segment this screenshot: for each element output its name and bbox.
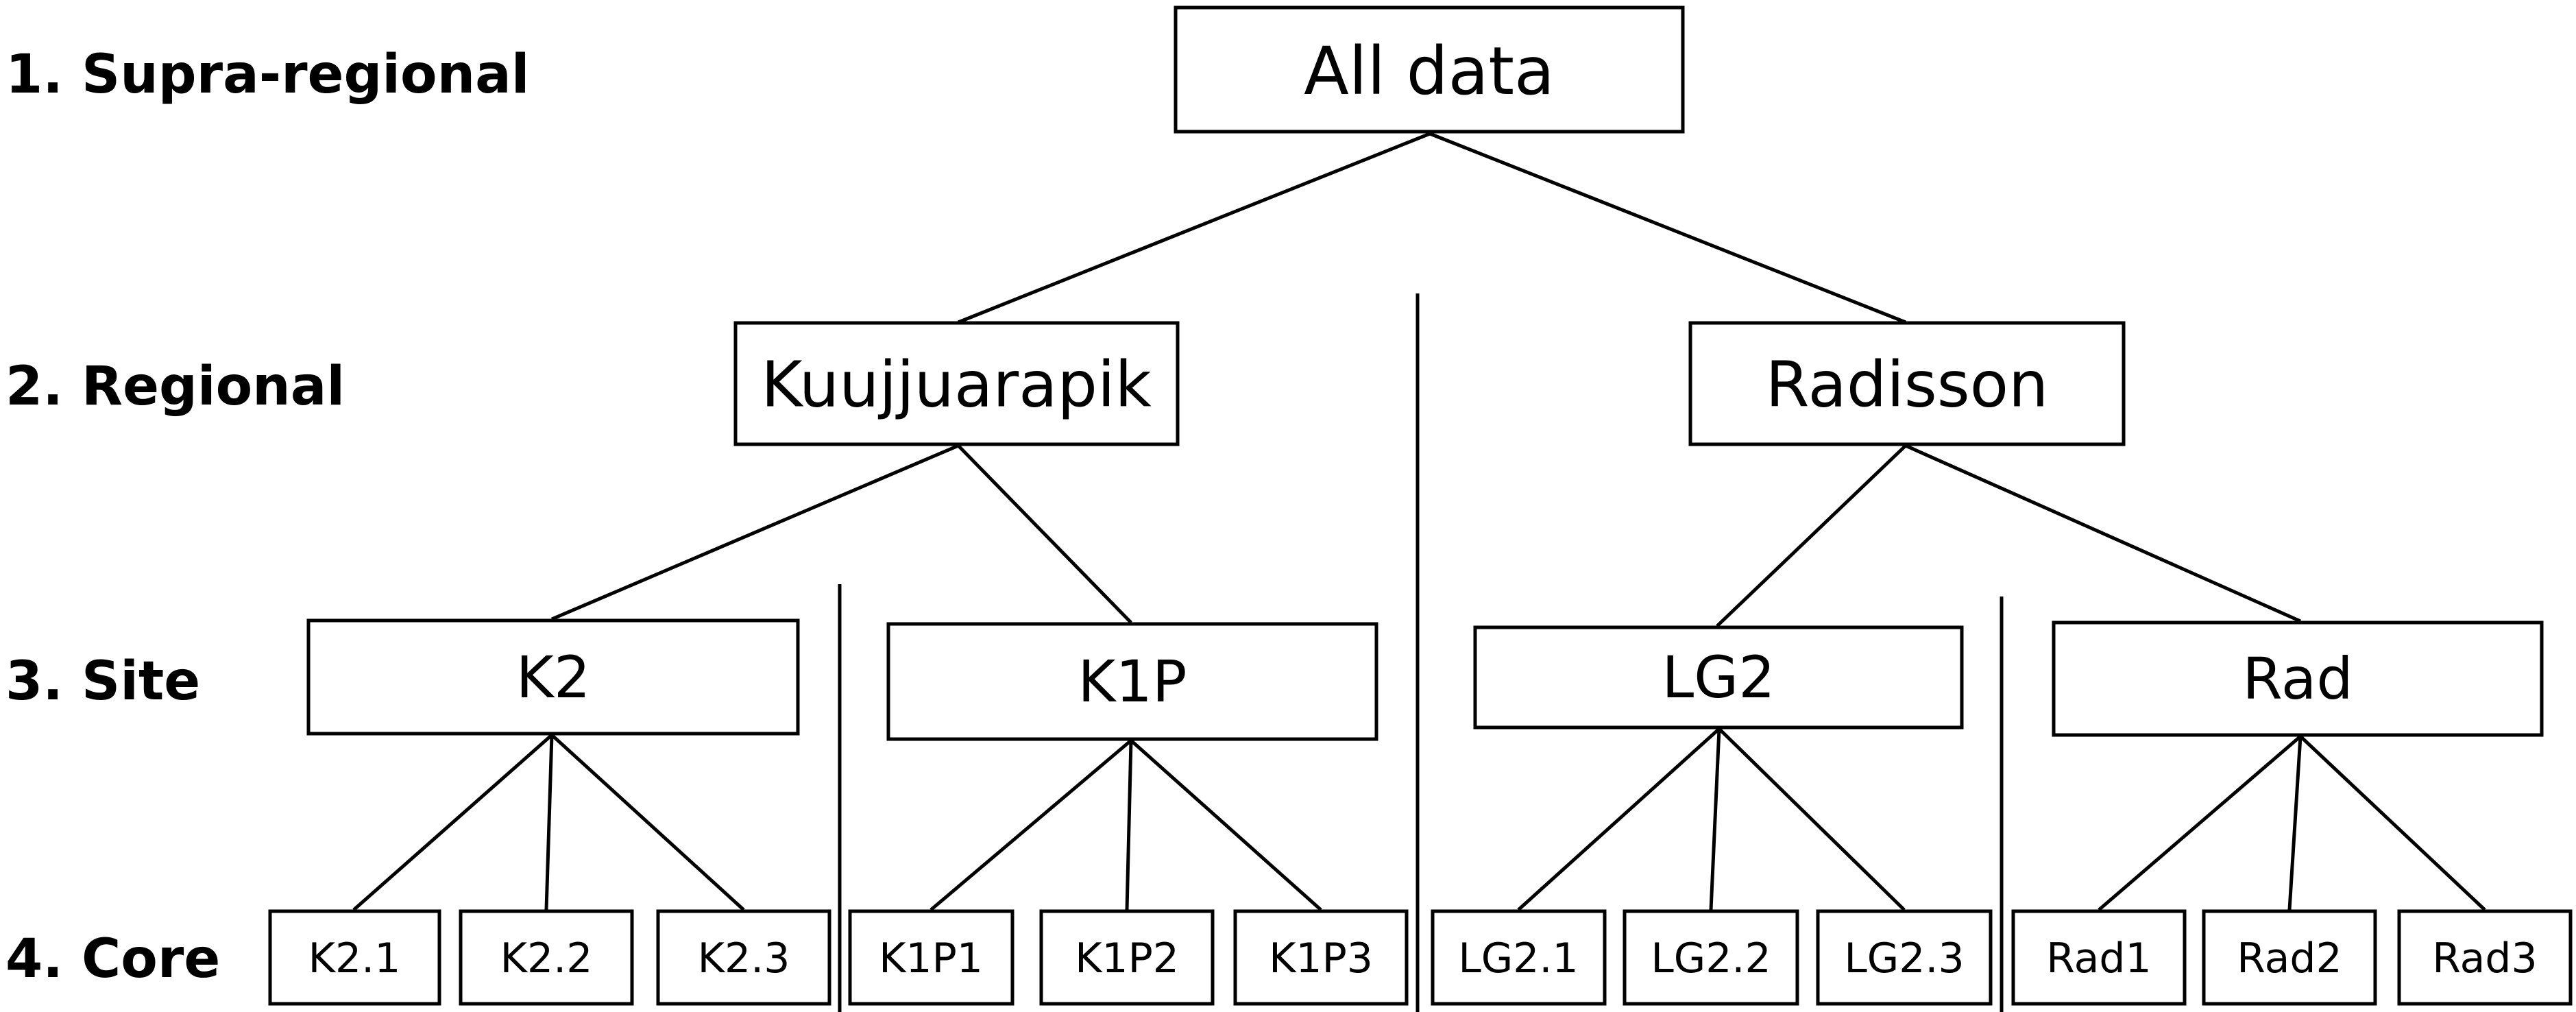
node-kuujjuarapik-label: Kuujjuarapik [761, 348, 1152, 422]
node-radisson: Radisson [1688, 321, 2126, 446]
node-lg2-3: LG2.3 [1816, 909, 1993, 1006]
edge-root-radisson [1429, 132, 1906, 324]
edge-k1p-k1p1 [929, 739, 1132, 911]
edge-k1p-k1p3 [1130, 739, 1322, 911]
edge-k1p-k1p2 [1125, 740, 1133, 911]
node-k2-3: K2.3 [656, 909, 831, 1006]
node-rad3-label: Rad3 [2432, 935, 2537, 983]
level-label-supra-regional: 1. Supra-regional [5, 44, 530, 106]
node-k1p1: K1P1 [848, 909, 1014, 1006]
node-all-data-label: All data [1304, 33, 1555, 110]
node-k1p2: K1P2 [1039, 909, 1215, 1006]
node-rad1-label: Rad1 [2046, 935, 2151, 983]
node-kuujjuarapik: Kuujjuarapik [733, 321, 1180, 446]
edge-k2-k2-1 [352, 734, 553, 911]
level-label-regional: 2. Regional [5, 356, 345, 418]
edge-rad-rad1 [2098, 735, 2302, 911]
level-label-core: 4. Core [5, 928, 220, 990]
node-lg2: LG2 [1473, 625, 1964, 730]
node-k2-1-label: K2.1 [308, 935, 401, 983]
node-lg2-1-label: LG2.1 [1458, 935, 1578, 983]
node-rad-label: Rad [2242, 645, 2353, 712]
node-k1p3: K1P3 [1233, 909, 1409, 1006]
node-k1p: K1P [886, 622, 1378, 741]
node-k1p-label: K1P [1078, 648, 1187, 715]
edge-rad-rad2 [2287, 736, 2302, 911]
node-rad2: Rad2 [2202, 909, 2377, 1006]
node-radisson-label: Radisson [1766, 348, 2049, 422]
edge-lg2-lg2-1 [1517, 727, 1721, 911]
edge-root-kuujjuarapik [958, 132, 1431, 324]
node-rad: Rad [2052, 621, 2544, 737]
node-lg2-2-label: LG2.2 [1651, 935, 1771, 983]
node-k2-2-label: K2.2 [500, 935, 593, 983]
edge-lg2-lg2-3 [1718, 727, 1906, 911]
edge-radisson-lg2 [1716, 444, 1907, 627]
node-rad1: Rad1 [2011, 909, 2187, 1006]
edge-lg2-lg2-2 [1709, 728, 1721, 911]
node-k1p3-label: K1P3 [1269, 935, 1373, 983]
node-k2-label: K2 [516, 644, 591, 711]
node-k2-3-label: K2.3 [698, 935, 790, 983]
node-lg2-2: LG2.2 [1623, 909, 1799, 1006]
edge-k2-k2-2 [544, 734, 554, 911]
node-k1p2-label: K1P2 [1075, 935, 1179, 983]
node-lg2-label: LG2 [1662, 644, 1775, 711]
node-k2-2: K2.2 [459, 909, 634, 1006]
node-rad2-label: Rad2 [2237, 935, 2342, 983]
level-label-site: 3. Site [5, 651, 200, 712]
node-k2: K2 [306, 618, 800, 736]
edge-radisson-rad [1904, 444, 2302, 623]
edge-kuujjuarapik-k1p [957, 444, 1132, 624]
node-rad3: Rad3 [2397, 909, 2573, 1006]
node-lg2-3-label: LG2.3 [1844, 935, 1964, 983]
edge-rad-rad3 [2299, 735, 2486, 911]
edge-kuujjuarapik-k2 [551, 444, 959, 621]
node-all-data: All data [1174, 5, 1685, 134]
node-lg2-1: LG2.1 [1431, 909, 1607, 1006]
edge-k2-k2-3 [550, 734, 745, 911]
node-k1p1-label: K1P1 [879, 935, 983, 983]
node-k2-1: K2.1 [268, 909, 441, 1006]
